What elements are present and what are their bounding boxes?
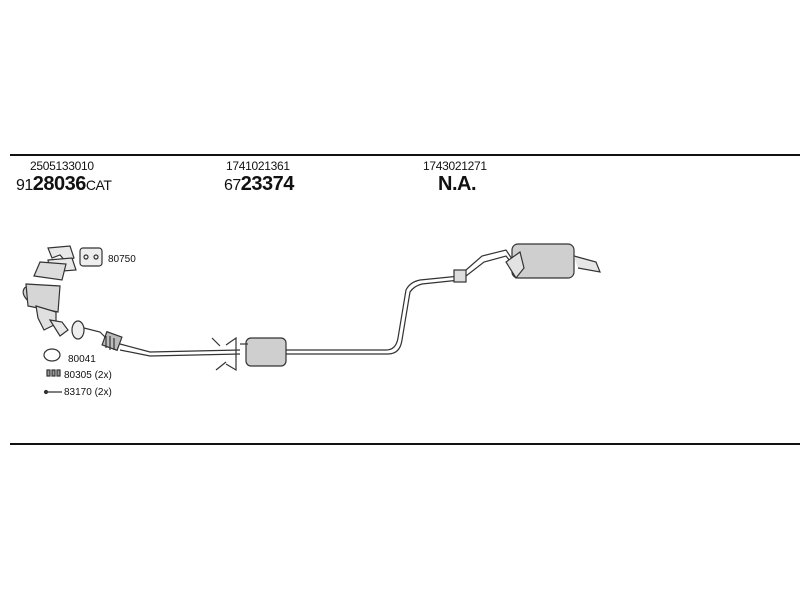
catalytic-converter <box>22 245 77 337</box>
ring-icon <box>43 348 61 362</box>
part-ref-1-number: 28036 <box>32 173 87 195</box>
front-pipe <box>83 327 241 357</box>
front-flange <box>71 320 85 340</box>
oe-number-1: 2505133010 <box>30 159 94 173</box>
part-ref-2-number: 23374 <box>240 173 295 195</box>
spring-icon <box>43 389 62 395</box>
part-ref-1-prefix: 91 <box>16 177 33 194</box>
part-ref-2: 6723374 <box>224 173 294 196</box>
bottom-rule <box>10 443 800 445</box>
gasket-top-icon <box>79 247 103 267</box>
oe-number-2: 1741021361 <box>226 159 290 173</box>
part-ref-3-number: N.A. <box>438 173 477 195</box>
rear-silencer <box>465 243 601 280</box>
top-rule <box>10 154 800 156</box>
middle-silencer <box>211 336 287 372</box>
bolt-icon <box>46 369 61 377</box>
part-ref-1-suffix: CAT <box>85 177 112 193</box>
label-ring: 80041 <box>68 354 96 365</box>
label-bolt: 80305 (2x) <box>64 370 112 381</box>
part-ref-2-prefix: 67 <box>224 177 241 194</box>
part-ref-1: 9128036CAT <box>16 173 112 196</box>
middle-pipe <box>286 269 467 355</box>
oe-number-3: 1743021271 <box>423 159 487 173</box>
part-ref-3: N.A. <box>438 173 477 196</box>
label-gasket-top: 80750 <box>108 254 136 265</box>
label-spring: 83170 (2x) <box>64 387 112 398</box>
